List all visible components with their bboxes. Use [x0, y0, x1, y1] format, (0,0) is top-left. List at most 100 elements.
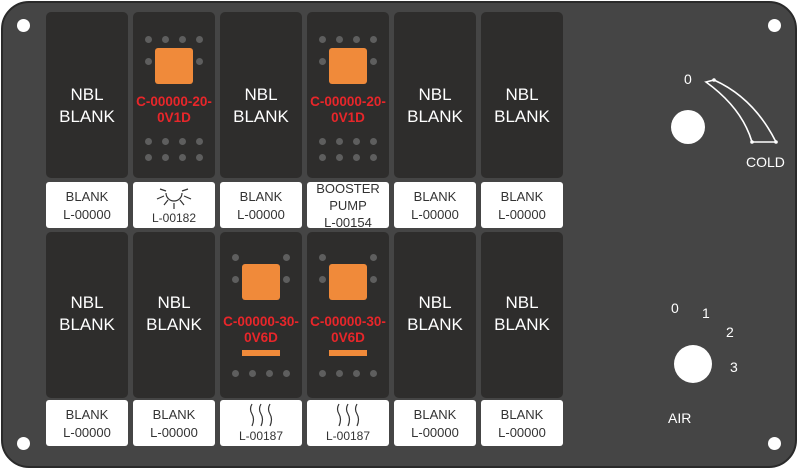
- switch-code-line2: 0V6D: [244, 330, 278, 345]
- legend-code: L-00000: [63, 425, 111, 440]
- legend-code: L-00000: [498, 207, 546, 222]
- air-knob[interactable]: [674, 345, 712, 383]
- contact-dot: [353, 36, 360, 43]
- contact-dots: [232, 370, 290, 377]
- rocker-switch-3[interactable]: NBL BLANK: [220, 12, 302, 178]
- switch-label-line2: BLANK: [407, 107, 463, 126]
- air-label: AIR: [668, 410, 692, 426]
- switch-label-line2: BLANK: [407, 315, 463, 334]
- contact-dot: [145, 154, 152, 161]
- side-dots: [232, 276, 290, 283]
- contact-dots: [319, 370, 377, 377]
- switch-label-line1: NBL: [418, 293, 452, 312]
- heat-waves-icon: [336, 403, 360, 427]
- legend-plate-10: L-00187: [307, 400, 389, 446]
- contact-dot: [162, 36, 169, 43]
- legend-code: L-00187: [325, 429, 371, 443]
- rocker-switch-1[interactable]: NBL BLANK: [46, 12, 128, 178]
- switch-code-line1: C-00000-20-: [310, 94, 386, 109]
- contact-dot: [196, 58, 203, 65]
- mounting-hole: [17, 437, 30, 450]
- rocker-switch-2[interactable]: C-00000-20- 0V1D: [133, 12, 215, 178]
- contact-dot: [370, 58, 377, 65]
- legend-code: L-00000: [63, 207, 111, 222]
- legend-text: BLANK: [239, 189, 283, 204]
- rocker-switch-6[interactable]: NBL BLANK: [481, 12, 563, 178]
- heat-waves-icon: [249, 403, 273, 427]
- rocker-switch-8[interactable]: NBL BLANK: [133, 232, 215, 398]
- switch-label-line2: BLANK: [494, 315, 550, 334]
- contact-dot: [319, 254, 326, 261]
- rocker-switch-11[interactable]: NBL BLANK: [394, 232, 476, 398]
- temperature-scale-icon: [704, 78, 778, 144]
- contact-dot: [232, 276, 239, 283]
- contact-dot: [336, 154, 343, 161]
- rocker-switch-4[interactable]: C-00000-20- 0V1D: [307, 12, 389, 178]
- legend-code: L-00182: [151, 211, 197, 225]
- legend-text: BLANK: [413, 407, 457, 422]
- legend-text: PUMP: [329, 198, 367, 213]
- switch-code-line1: C-00000-20-: [136, 94, 212, 109]
- air-pos-0: 0: [671, 300, 679, 316]
- contact-dot: [232, 370, 239, 377]
- switch-label-line2: BLANK: [233, 107, 289, 126]
- rocker-switch-10[interactable]: C-00000-30- 0V6D: [307, 232, 389, 398]
- contact-dots: [319, 138, 377, 145]
- legend-plate-12: BLANK L-00000: [481, 400, 563, 446]
- switch-label-line1: NBL: [505, 293, 539, 312]
- contact-dot: [370, 154, 377, 161]
- indicator-lamp: [242, 264, 280, 300]
- contact-dots: [319, 254, 377, 261]
- side-dots: [319, 276, 377, 283]
- contact-dot: [266, 370, 273, 377]
- contact-dot: [283, 370, 290, 377]
- contact-dot: [353, 154, 360, 161]
- temperature-knob[interactable]: [671, 110, 705, 144]
- legend-code: L-00187: [238, 429, 284, 443]
- temp-cold-label: COLD: [746, 154, 785, 170]
- legend-plate-6: BLANK L-00000: [481, 182, 563, 228]
- contact-dot: [353, 370, 360, 377]
- rocker-switch-5[interactable]: NBL BLANK: [394, 12, 476, 178]
- contact-dots: [232, 254, 290, 261]
- mounting-hole: [768, 19, 781, 32]
- contact-dot: [319, 276, 326, 283]
- contact-dot: [370, 370, 377, 377]
- switch-label-line1: NBL: [70, 85, 104, 104]
- indicator-bar: [242, 350, 280, 356]
- air-pos-1: 1: [702, 305, 710, 321]
- contact-dot: [162, 154, 169, 161]
- contact-dot: [370, 138, 377, 145]
- indicator-lamp: [329, 264, 367, 300]
- contact-dot: [249, 370, 256, 377]
- contact-dot: [370, 276, 377, 283]
- legend-text: BLANK: [65, 189, 109, 204]
- legend-code: L-00000: [411, 425, 459, 440]
- rocker-switch-12[interactable]: NBL BLANK: [481, 232, 563, 398]
- contact-dot: [145, 138, 152, 145]
- legend-text: BLANK: [65, 407, 109, 422]
- contact-dot: [370, 254, 377, 261]
- rocker-switch-9[interactable]: C-00000-30- 0V6D: [220, 232, 302, 398]
- switch-code-line2: 0V1D: [331, 110, 365, 125]
- contact-dot: [319, 36, 326, 43]
- contact-dot: [353, 138, 360, 145]
- contact-dots: [319, 154, 377, 161]
- contact-dot: [336, 138, 343, 145]
- contact-dot: [319, 58, 326, 65]
- indicator-lamp: [329, 48, 367, 84]
- switch-label-line1: NBL: [505, 85, 539, 104]
- mounting-hole: [768, 437, 781, 450]
- contact-dot: [145, 36, 152, 43]
- sun-icon: [156, 188, 192, 209]
- contact-dot: [319, 154, 326, 161]
- contact-dot: [336, 36, 343, 43]
- rocker-switch-7[interactable]: NBL BLANK: [46, 232, 128, 398]
- switch-code-line1: C-00000-30-: [310, 314, 386, 329]
- contact-dot: [179, 154, 186, 161]
- legend-text: BLANK: [152, 407, 196, 422]
- legend-text: BLANK: [500, 407, 544, 422]
- contact-dots: [145, 36, 203, 43]
- legend-code: L-00000: [411, 207, 459, 222]
